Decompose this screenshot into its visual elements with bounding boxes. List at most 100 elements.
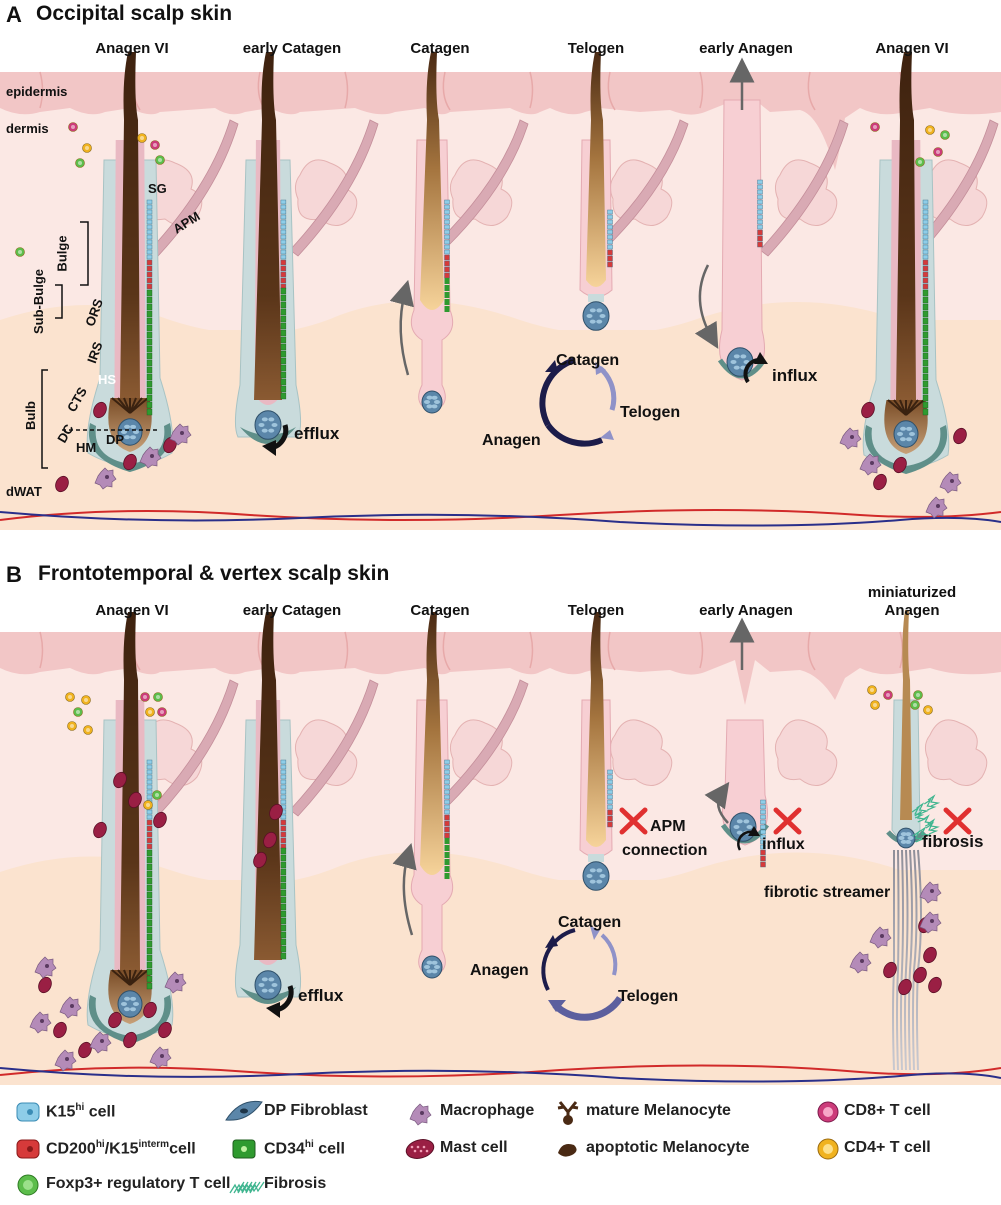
legend-icon-cd200 — [16, 1139, 40, 1159]
legend-icon-cd8 — [817, 1101, 839, 1123]
hair-shaft — [120, 612, 140, 970]
legend-icon-fibrosis — [229, 1181, 265, 1194]
panel-a-title: Occipital scalp skin — [36, 2, 233, 25]
apm-connection-line2: connection — [622, 842, 708, 859]
mast-cell — [253, 851, 267, 869]
legend-mast-cell: Mast cell — [440, 1139, 508, 1156]
dermal-papilla — [421, 390, 443, 414]
bulge-label: Bulge — [54, 235, 70, 272]
hair-shaft — [120, 52, 140, 398]
dermal-papilla — [254, 970, 282, 1000]
stage-label-b-4: Telogen — [567, 602, 625, 619]
mast-cell — [55, 475, 69, 493]
legend-icon-k15 — [16, 1102, 40, 1122]
panel-b-follicles — [86, 610, 988, 1071]
sebaceous-gland — [294, 719, 358, 786]
dermal-papilla — [582, 861, 610, 891]
cycle-b-telogen: Telogen — [618, 988, 679, 1005]
mast-cell — [893, 456, 907, 474]
movement-arrows — [389, 57, 755, 936]
mast-cell — [153, 811, 167, 829]
mast-cell — [923, 946, 937, 964]
vellus-hair — [900, 610, 912, 820]
arrector-pili-muscle — [289, 119, 379, 257]
sebaceous-gland — [609, 719, 673, 786]
early-anagen-follicle — [719, 99, 765, 381]
panel-b-immune-cells — [29, 685, 942, 1072]
arrector-pili-muscle — [289, 679, 379, 817]
mast-cell — [108, 1011, 122, 1029]
macrophage — [54, 1049, 77, 1072]
stage-label-a-2: early Catagen — [242, 40, 342, 57]
legend-k15: K15hi cell — [46, 1102, 116, 1121]
panel-b-title: Frontotemporal & vertex scalp skin — [38, 562, 390, 585]
cell-layer — [15, 122, 967, 1072]
mast-cell — [861, 401, 875, 419]
legend-fibrosis: Fibrosis — [264, 1175, 327, 1192]
mast-cell — [143, 1001, 157, 1019]
stage-label-a-3: Catagen — [410, 40, 470, 57]
legend-apoptotic-melanocyte: apoptotic Melanocyte — [586, 1139, 750, 1156]
cycle-b-catagen: Catagen — [558, 914, 622, 931]
panel-b-letter: B — [6, 562, 22, 587]
mast-cell — [873, 473, 887, 491]
mast-cell — [263, 831, 277, 849]
legend-icon-mature-melanocyte — [557, 1101, 579, 1125]
legend-icon-cd4 — [817, 1138, 839, 1160]
hm-label: HM — [76, 440, 97, 455]
macrophage — [919, 881, 942, 904]
arrector-pili-muscle — [759, 119, 849, 257]
stage-label-b-1: Anagen VI — [95, 602, 169, 619]
connective-tissue-sheath — [88, 995, 172, 1044]
dermal-papilla — [421, 955, 443, 979]
legend-cd8: CD8+ T cell — [844, 1102, 931, 1119]
bulb-label: Bulb — [22, 401, 38, 430]
macrophage — [164, 971, 187, 994]
club-hair — [586, 52, 606, 287]
cycle-a-anagen: Anagen — [482, 432, 541, 449]
legend-icons — [16, 1100, 839, 1196]
legend-macrophage: Macrophage — [440, 1102, 535, 1119]
stage-label-a-5: early Anagen — [699, 40, 793, 57]
influx-arrow-b — [737, 830, 753, 851]
arrector-pili-muscle — [149, 119, 239, 257]
mast-cell — [53, 1021, 67, 1039]
hair-shaft — [254, 52, 282, 400]
macrophage — [169, 423, 192, 446]
macrophage — [94, 467, 117, 490]
stage-label-b-2: early Catagen — [242, 602, 342, 619]
macrophage — [839, 427, 862, 450]
macrophage — [939, 471, 962, 494]
efflux-label-b: efflux — [298, 986, 344, 1005]
mast-cell — [269, 803, 283, 821]
sebaceous-gland — [774, 719, 838, 786]
mast-cell — [898, 978, 912, 996]
dwat-label: dWAT — [6, 484, 42, 499]
dermal-papilla — [254, 410, 282, 440]
macrophage — [925, 496, 948, 519]
fibrosis-label-b: fibrosis — [922, 832, 984, 851]
dp-label: DP — [106, 432, 125, 447]
dermal-papilla — [117, 418, 143, 446]
sg-label: SG — [148, 181, 167, 196]
panel-a-immune-cells — [15, 122, 967, 519]
club-hair — [586, 612, 606, 847]
sub-bulge-label: Sub-Bulge — [31, 269, 46, 334]
legend-icon-cd34 — [232, 1139, 256, 1159]
dermal-papilla — [117, 990, 143, 1018]
arrector-pili-muscle — [149, 679, 239, 817]
stage-label-b-6a: miniaturized — [867, 584, 957, 601]
legend-icon-macrophage — [409, 1103, 432, 1126]
sebaceous-gland — [294, 159, 358, 226]
sebaceous-gland — [924, 719, 988, 786]
stage-label-a-1: Anagen VI — [95, 40, 169, 57]
x-marks — [619, 807, 972, 835]
club-hair — [420, 52, 444, 310]
stage-label-b-5: early Anagen — [699, 602, 793, 619]
cycle-diagram-b — [541, 926, 623, 1021]
macrophage — [139, 446, 162, 469]
mast-cell — [928, 976, 942, 994]
cycle-b-anagen: Anagen — [470, 962, 529, 979]
mast-cell — [93, 401, 107, 419]
